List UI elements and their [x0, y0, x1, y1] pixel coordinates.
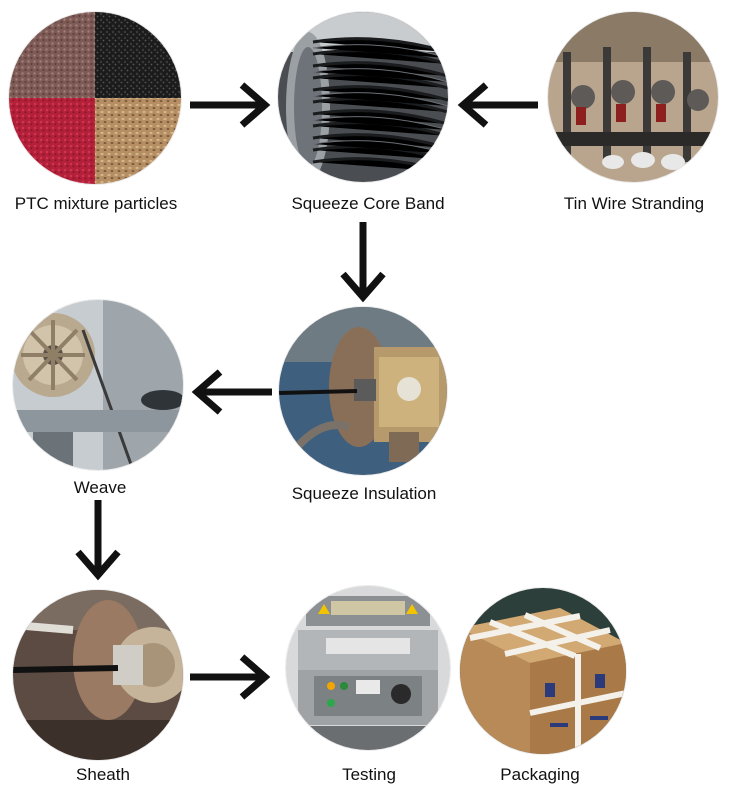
- arrow-sheath-to-testing: [190, 654, 271, 700]
- step-label-ptc: PTC mixture particles: [14, 194, 178, 213]
- step-label-weave: Weave: [73, 478, 127, 497]
- arrow-weave-to-sheath: [75, 500, 121, 581]
- extruder-photo: [279, 307, 447, 475]
- stranding-machine-photo: [548, 12, 718, 182]
- arrow-insulation-to-weave: [191, 369, 272, 415]
- arrow-ptc-to-core: [190, 82, 271, 128]
- step-label-sheath: Sheath: [76, 765, 130, 784]
- carton-box-photo: [460, 588, 626, 754]
- step-label-insulation: Squeeze Insulation: [291, 484, 437, 503]
- step-label-tin: Tin Wire Stranding: [563, 194, 705, 213]
- ptc-particles-photo: [9, 12, 181, 184]
- weaving-machine-photo: [13, 300, 183, 470]
- step-label-core: Squeeze Core Band: [291, 194, 445, 213]
- step-label-packaging: Packaging: [500, 765, 580, 784]
- test-panel-photo: [286, 586, 450, 750]
- wire-spool-photo: [278, 12, 448, 182]
- arrow-core-to-insulation: [340, 222, 386, 303]
- arrow-tin-to-core: [457, 82, 538, 128]
- step-label-testing: Testing: [342, 765, 396, 784]
- sheath-extruder-photo: [13, 590, 183, 760]
